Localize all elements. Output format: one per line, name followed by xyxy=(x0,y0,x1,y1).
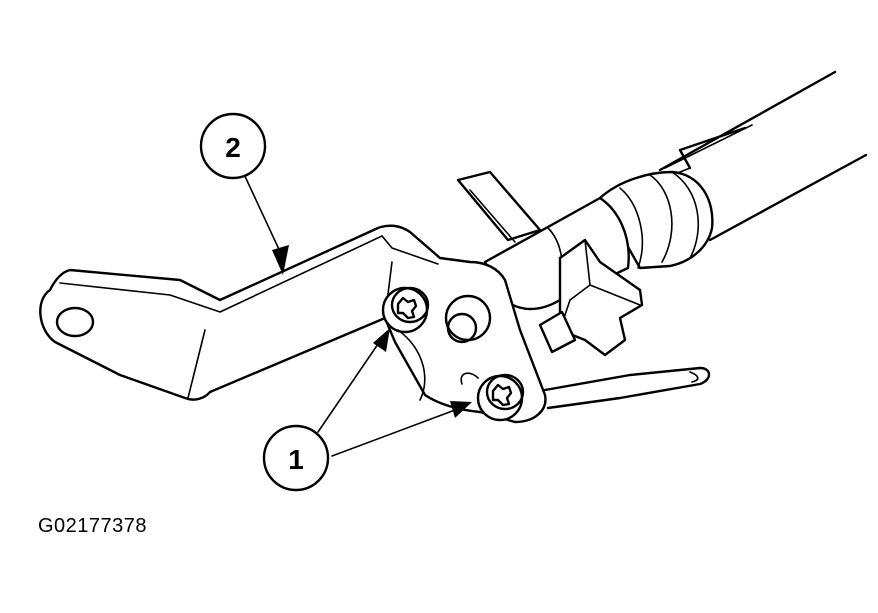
callout-2-label: 2 xyxy=(225,132,241,163)
callout-1-label: 1 xyxy=(288,444,304,475)
bracket-arm xyxy=(39,224,547,424)
reference-curve-lower xyxy=(460,372,479,385)
reference-curve-upper xyxy=(397,329,426,401)
torx-bolt-upper xyxy=(381,286,430,334)
callout-1: 1 xyxy=(262,424,330,492)
lever-stalk xyxy=(543,366,711,410)
switch-housing xyxy=(538,238,644,357)
shaft-boss xyxy=(444,294,492,344)
callout-2: 2 xyxy=(199,112,267,180)
leader-lines-1 xyxy=(317,328,472,457)
torx-bolt-lower xyxy=(476,373,525,422)
leader-line-2 xyxy=(242,171,289,275)
figure-id: G02177378 xyxy=(38,515,148,537)
